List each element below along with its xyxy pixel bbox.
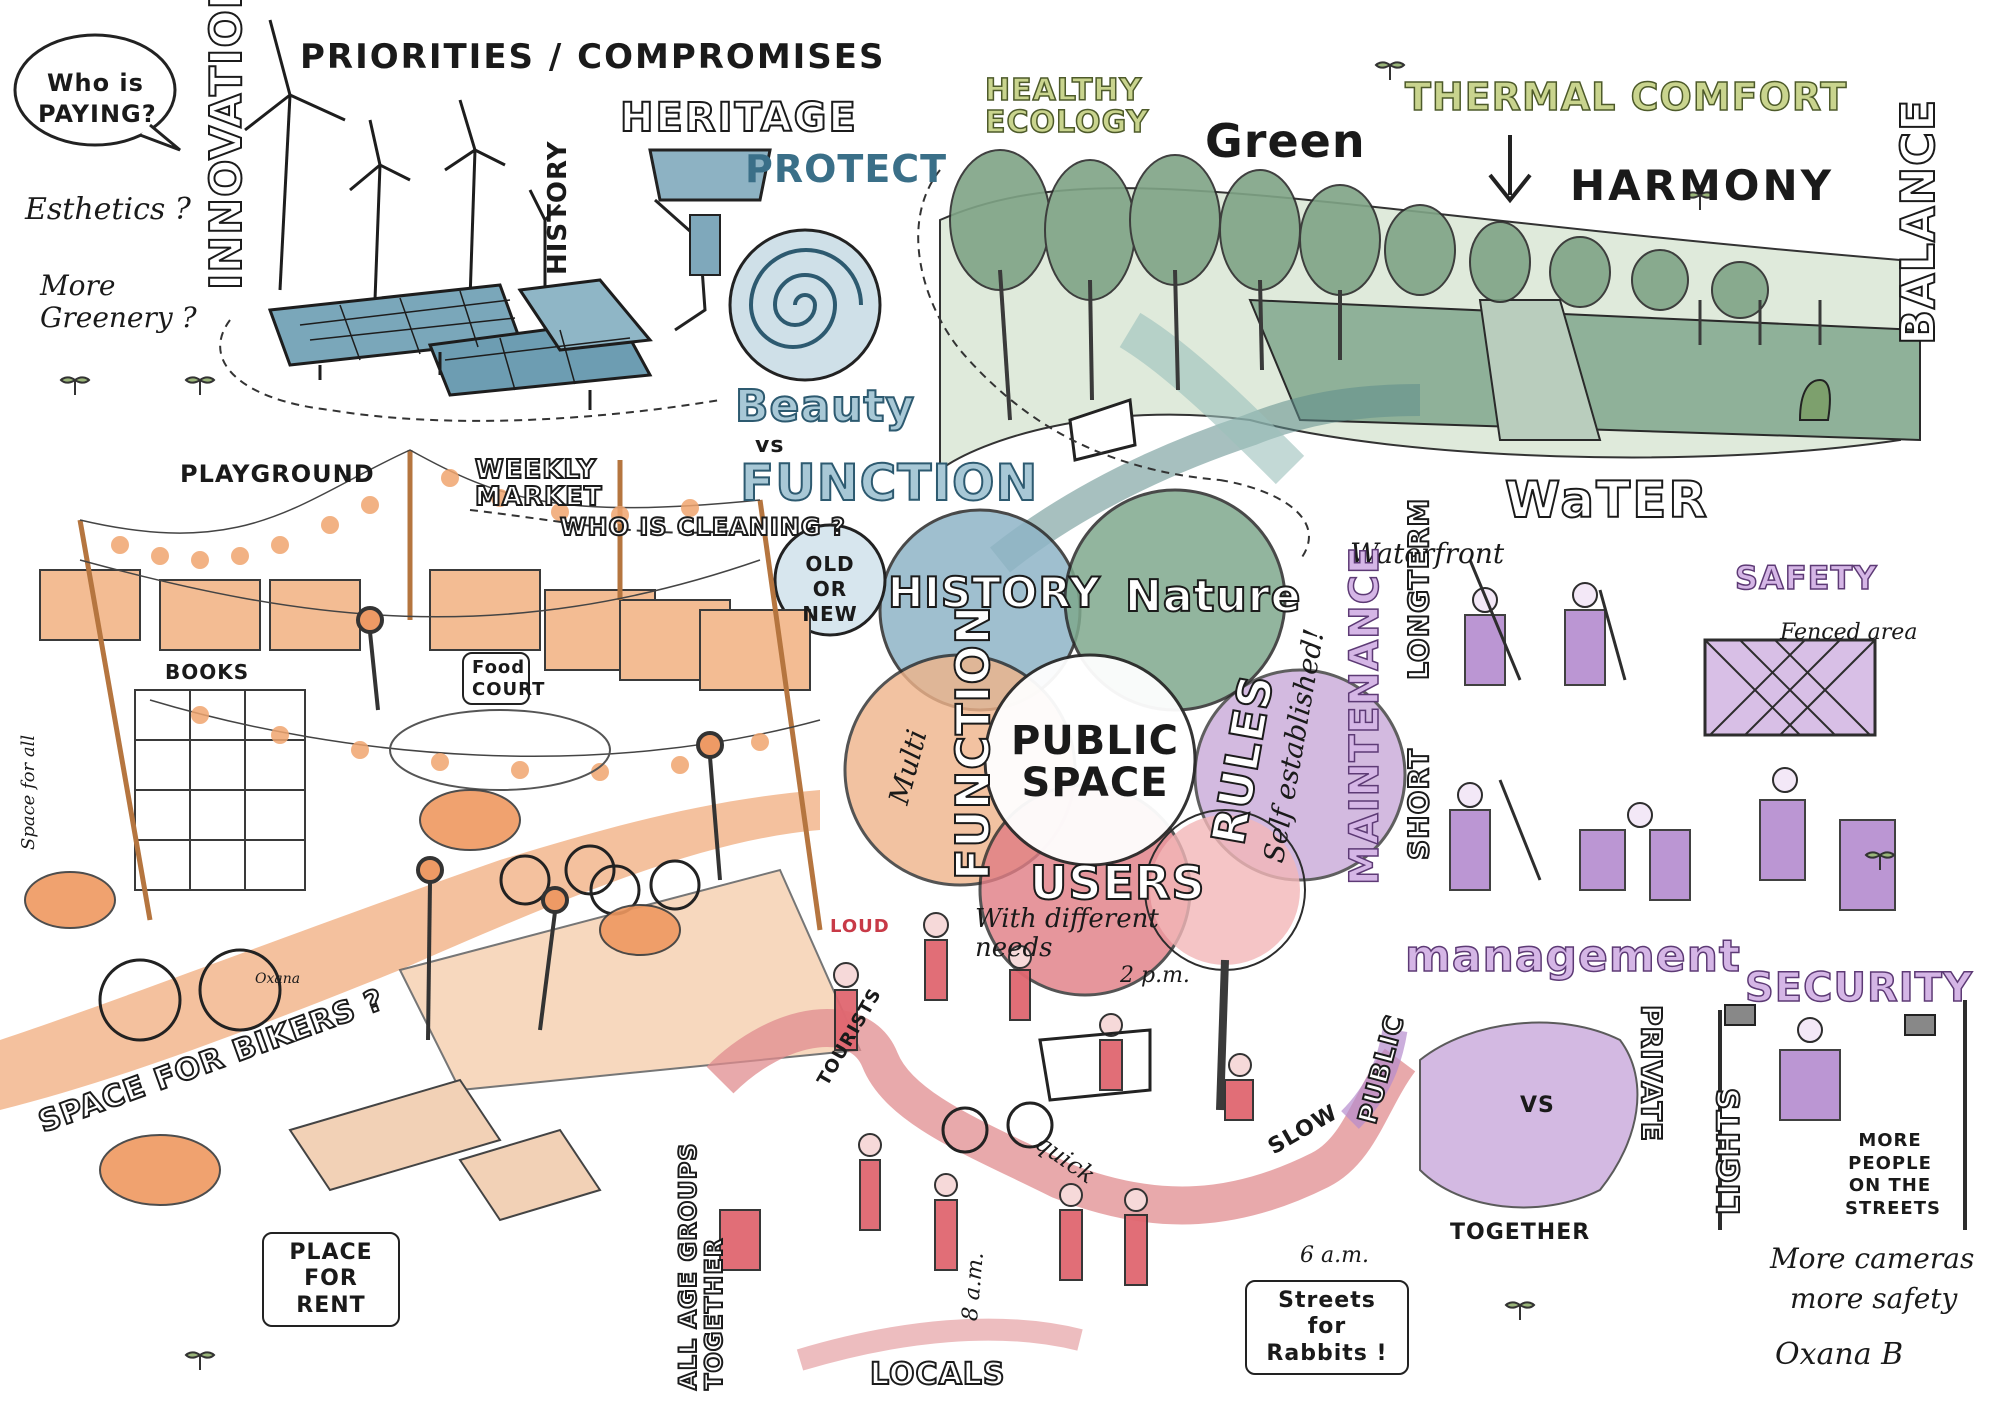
camera-icon bbox=[1724, 1004, 1756, 1026]
public-vs-private-vs: VS bbox=[1520, 1093, 1555, 1118]
playground-label: PLAYGROUND bbox=[180, 460, 375, 488]
thermal-comfort-label: THERMAL COMFORT bbox=[1404, 75, 1848, 119]
innovation-label: INNOVATION bbox=[200, 0, 253, 291]
venn-diagram bbox=[843, 488, 1407, 997]
locals-label: LOCALS bbox=[869, 1357, 1006, 1392]
venn-nature-label: Nature bbox=[1124, 571, 1302, 622]
bench-illustration bbox=[1068, 397, 1137, 462]
balance-label: BALANCE bbox=[1890, 98, 1946, 346]
six-am-label: 6 a.m. bbox=[1300, 1243, 1369, 1268]
space-for-all-label: Space for all bbox=[18, 734, 39, 850]
vs-label: vs bbox=[755, 433, 785, 458]
rabbit-illustration bbox=[1798, 378, 1831, 421]
market-scene-illustration bbox=[0, 449, 862, 1222]
place-for-rent-label: PLACE FOR RENT bbox=[262, 1232, 400, 1328]
lights-label: LIGHTS bbox=[1711, 1086, 1748, 1216]
function-label: FUNCTION bbox=[739, 454, 1039, 512]
more-people-label: MORE PEOPLE ON THE STREETS bbox=[1845, 1130, 1941, 1219]
safety-label: SAFETY bbox=[1734, 559, 1878, 597]
two-pm-label: 2 p.m. bbox=[1120, 963, 1190, 988]
healthy-ecology-label: HEALTHY ECOLOGY bbox=[984, 73, 1150, 140]
short-label: SHORT bbox=[1401, 747, 1436, 861]
more-greenery-label: More Greenery ? bbox=[40, 269, 197, 335]
venn-function-label: FUNCTION bbox=[945, 604, 1001, 881]
water-label: WaTER bbox=[1504, 471, 1709, 529]
public-space-label: PUBLIC SPACE bbox=[1010, 718, 1179, 806]
old-or-new-label: OLD OR NEW bbox=[802, 552, 858, 626]
speech-bubble bbox=[13, 33, 177, 147]
protect-label: PROTECT bbox=[745, 147, 948, 191]
books-label: BOOKS bbox=[165, 660, 250, 684]
harmony-label: HARMONY bbox=[1570, 161, 1835, 210]
beauty-label: Beauty bbox=[734, 381, 916, 432]
down-arrow-icon bbox=[1488, 135, 1532, 204]
solar-panels-illustration bbox=[267, 278, 653, 410]
camera-icon bbox=[1904, 1014, 1936, 1036]
who-paying-label: Who is PAYING? bbox=[38, 69, 157, 129]
private-label: PRIVATE bbox=[1634, 1004, 1669, 1143]
green-label: Green bbox=[1205, 114, 1366, 168]
people-scene-illustration bbox=[706, 809, 1416, 1371]
weekly-market-label: WEEKLY MARKET bbox=[474, 455, 603, 513]
old-new-bubble bbox=[773, 523, 887, 637]
streets-for-rabbits-label: Streets for Rabbits ! bbox=[1245, 1280, 1409, 1376]
esthetics-label: Esthetics ? bbox=[25, 192, 191, 227]
fenced-area-label: Fenced area bbox=[1780, 620, 1918, 645]
loud-label: LOUD bbox=[830, 916, 890, 937]
longterm-label: LONGTERM bbox=[1401, 497, 1436, 681]
sprout-icons bbox=[59, 61, 1896, 1370]
venn-history-label: HISTORY bbox=[887, 568, 1101, 617]
history-small-label: HISTORY bbox=[543, 140, 573, 275]
waterfront-label: Waterfront bbox=[1350, 537, 1505, 570]
all-age-groups-label: ALL AGE GROUPS TOGETHER bbox=[673, 1142, 729, 1391]
maintenance-security-illustration bbox=[1340, 559, 1967, 1230]
priorities-compromises-title: PRIORITIES / COMPROMISES bbox=[300, 37, 886, 77]
security-label: SECURITY bbox=[1744, 965, 1973, 1011]
who-cleaning-label: WHO IS CLEANING ? bbox=[559, 513, 846, 541]
venn-users-label: USERS bbox=[1029, 856, 1206, 910]
oxana-small-signature: Oxana bbox=[255, 971, 301, 987]
management-label: management bbox=[1404, 931, 1741, 982]
more-safety-label: more safety bbox=[1790, 1282, 1958, 1315]
eight-am-label: 8 a.m. bbox=[958, 1251, 989, 1323]
together-label: TOGETHER bbox=[1450, 1220, 1591, 1245]
heritage-label: HERITAGE bbox=[619, 95, 858, 141]
park-landscape-illustration bbox=[939, 135, 1921, 573]
heritage-column-illustration bbox=[648, 148, 882, 382]
artist-signature: Oxana B bbox=[1775, 1337, 1904, 1372]
food-court-label: Food COURT bbox=[462, 652, 544, 706]
maintenance-label: MAINTENANCE bbox=[1341, 545, 1389, 886]
users-note-label: With different needs bbox=[975, 904, 1159, 963]
more-cameras-label: More cameras bbox=[1770, 1242, 1975, 1275]
